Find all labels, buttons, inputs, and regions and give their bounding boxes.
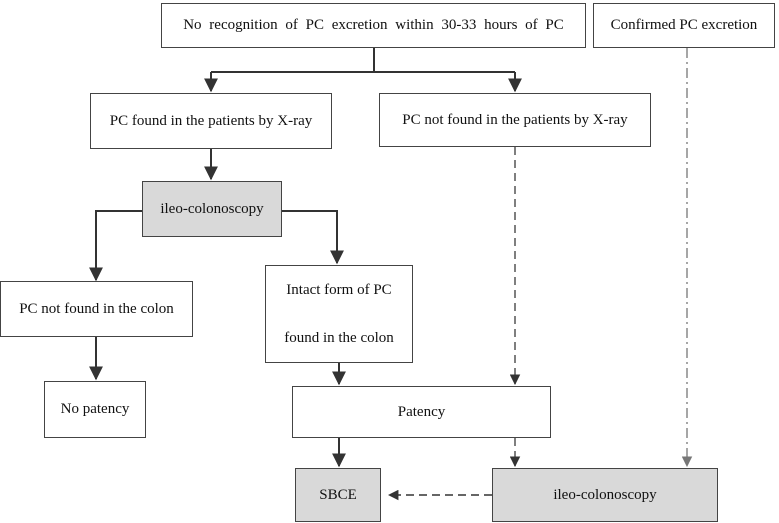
pc-not-found-xray-box: PC not found in the patients by X-ray xyxy=(379,93,651,147)
solid-split-top xyxy=(204,48,522,93)
patency-box: Patency xyxy=(292,386,551,438)
pc-not-found-colon-box: PC not found in the colon xyxy=(0,281,193,337)
no-patency-label: No patency xyxy=(60,401,130,417)
solid-split-ileo xyxy=(89,210,344,282)
intact-form-box: Intact form of PC found in the colon xyxy=(265,265,413,363)
ileo-colonoscopy-label-1: ileo-colonoscopy xyxy=(160,200,264,217)
sbce-box: SBCE xyxy=(295,468,381,522)
ileo-colonoscopy-box-1: ileo-colonoscopy xyxy=(142,181,282,237)
no-recognition-label: No recognition of PC excretion within 30… xyxy=(183,17,564,33)
intact-form-label: Intact form of PC found in the colon xyxy=(284,282,394,346)
ileo-colonoscopy-label-2: ileo-colonoscopy xyxy=(553,486,657,503)
pc-not-found-xray-label: PC not found in the patients by X-ray xyxy=(402,111,628,128)
ileo-colonoscopy-box-2: ileo-colonoscopy xyxy=(492,468,718,522)
sbce-label: SBCE xyxy=(319,486,357,503)
no-recognition-box: No recognition of PC excretion within 30… xyxy=(161,3,586,48)
pc-found-xray-label: PC found in the patients by X-ray xyxy=(109,112,313,129)
pc-found-xray-box: PC found in the patients by X-ray xyxy=(90,93,332,149)
patency-label: Patency xyxy=(397,403,446,420)
confirmed-excretion-label: Confirmed PC excretion xyxy=(610,17,758,33)
confirmed-excretion-box: Confirmed PC excretion xyxy=(593,3,775,48)
pc-not-found-colon-label: PC not found in the colon xyxy=(19,300,174,317)
no-patency-box: No patency xyxy=(44,381,146,438)
